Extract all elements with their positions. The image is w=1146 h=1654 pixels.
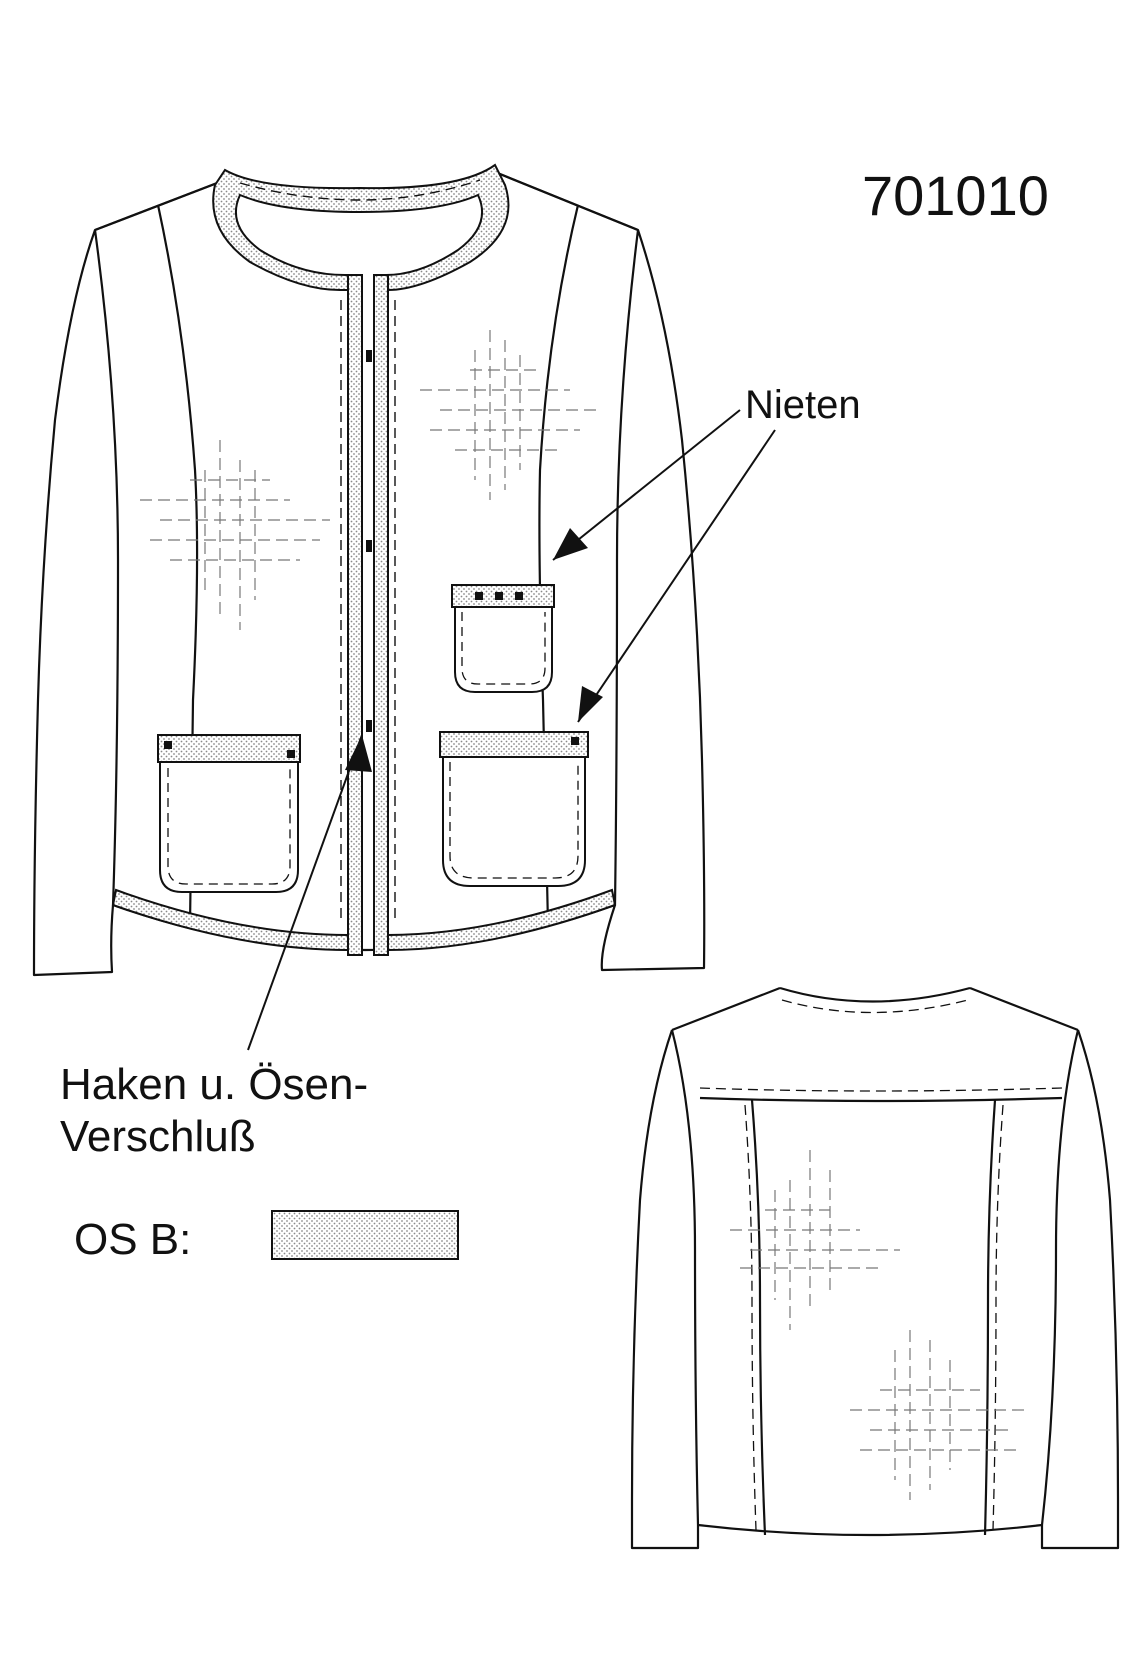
back-right-sleeve xyxy=(1040,1029,1120,1550)
stitch-motif-front-left xyxy=(140,440,330,630)
stitch-motif-front-right xyxy=(420,330,600,500)
stitch-motif-back-upper xyxy=(730,1150,900,1330)
legend-fabric-swatch xyxy=(271,1210,459,1260)
callout-arrows xyxy=(247,409,776,1051)
arrowhead xyxy=(345,735,372,772)
front-right-shoulder xyxy=(494,170,639,232)
back-topstitching xyxy=(699,999,1063,1531)
back-left-sleeve xyxy=(630,1029,700,1550)
rivet xyxy=(515,592,523,600)
back-right-princess-seam xyxy=(983,1099,997,1536)
front-right-small-pocket xyxy=(451,584,555,693)
rivet xyxy=(287,750,295,758)
back-neckline xyxy=(779,986,971,1003)
rivet xyxy=(164,741,172,749)
front-right-sleeve xyxy=(494,170,706,972)
front-left-side xyxy=(93,229,120,906)
front-hem-binding xyxy=(111,888,617,952)
arrowhead xyxy=(553,528,588,560)
front-left-shoulder xyxy=(94,178,226,232)
back-hem xyxy=(697,1523,1043,1537)
rivets-callout-label: Nieten xyxy=(745,383,861,427)
front-left-sleeve xyxy=(32,178,226,977)
front-center-bindings xyxy=(340,274,396,956)
hook-eye-fasteners xyxy=(366,350,372,732)
style-number: 701010 xyxy=(862,164,1049,227)
jacket-back xyxy=(630,986,1120,1550)
hook-and-eye-callout-line2: Verschluß xyxy=(60,1112,256,1161)
rivet xyxy=(495,592,503,600)
front-left-pocket xyxy=(157,734,301,893)
rivet xyxy=(571,737,579,745)
jacket-front xyxy=(32,170,706,977)
back-right-side xyxy=(1040,1029,1080,1526)
back-left-princess-seam xyxy=(750,1099,767,1536)
arrowhead xyxy=(578,686,603,722)
rivet xyxy=(475,592,483,600)
back-yoke-seam xyxy=(699,1096,1063,1103)
back-left-side xyxy=(670,1029,700,1526)
back-right-shoulder xyxy=(969,986,1079,1032)
front-right-side xyxy=(613,229,640,906)
front-left-princess-seam xyxy=(156,204,199,926)
front-neck-binding xyxy=(212,163,510,291)
legend-label: OS B: xyxy=(74,1215,192,1264)
front-right-big-pocket xyxy=(439,731,589,887)
hook-and-eye-callout-line1: Haken u. Ösen- xyxy=(60,1060,369,1109)
stitch-motif-back-lower xyxy=(850,1330,1030,1500)
back-left-shoulder xyxy=(671,986,781,1032)
